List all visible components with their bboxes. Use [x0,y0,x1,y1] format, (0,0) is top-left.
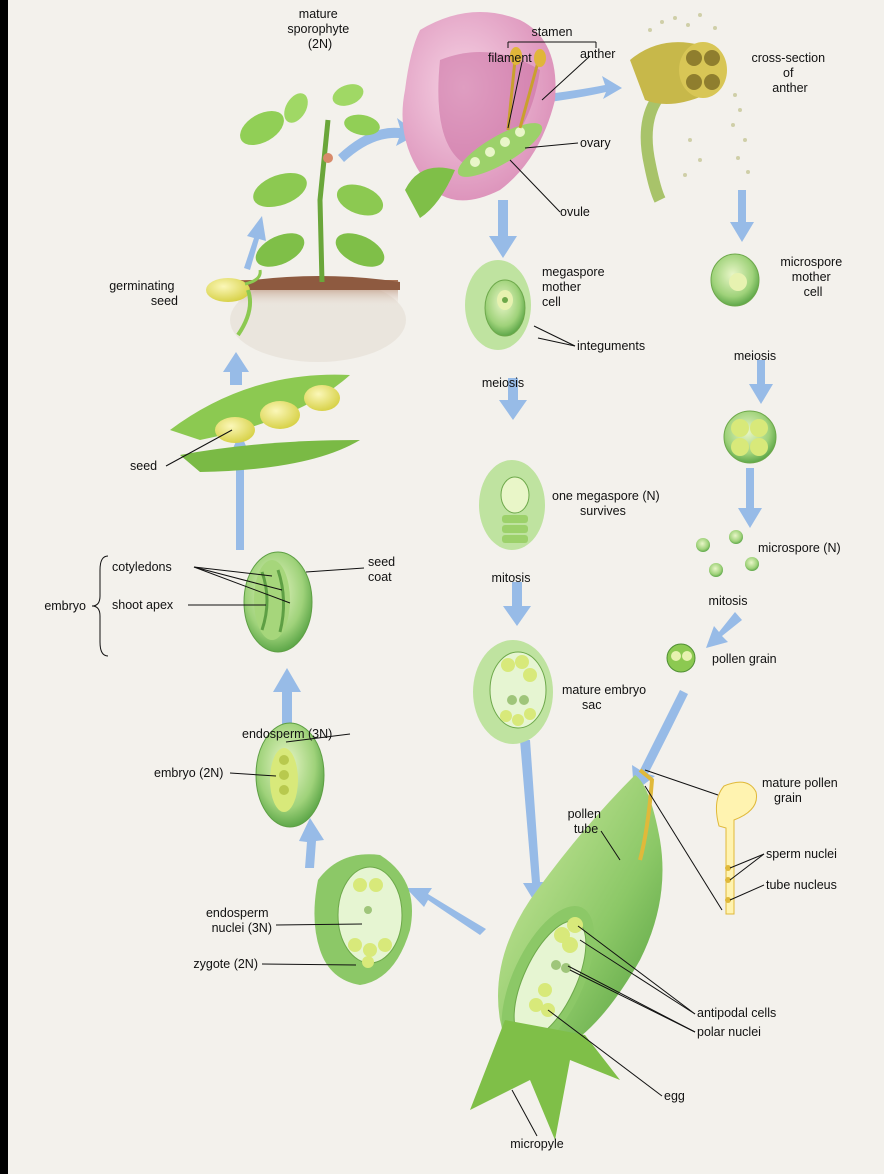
label-cross-section-of-anther: cross-section of anther [751,51,828,95]
anther-cross-section-illustration [630,13,750,200]
label-integuments: integuments [577,339,645,353]
label-microspore: microspore (N) [758,541,841,555]
label-meiosis-left: meiosis [482,376,524,390]
leader-mature-pollen-grain [645,770,718,795]
leader-integuments-b [538,338,575,346]
label-endosperm-nuclei: endosperm nuclei (3N) [206,906,272,935]
leader-tube-nucleus [730,885,764,900]
arrow-endosperm-to-embryo [273,668,301,728]
ovule-fertilization-illustration [470,770,663,1140]
microspores-illustration [696,530,759,577]
label-embryo-2n: embryo (2N) [154,766,223,780]
seed-embryo-illustration [244,552,312,652]
label-megaspore-mother-cell: megaspore mother cell [542,265,608,309]
label-egg: egg [664,1089,685,1103]
label-stamen: stamen [532,25,573,39]
arrow-zygote-to-seed [299,818,324,868]
label-ovule: ovule [560,205,590,219]
microspore-mother-cell-illustration [711,254,759,306]
leader-sperm-nuclei-b [730,854,764,880]
label-pollen-grain: pollen grain [712,652,777,666]
arrow-fertilization-to-zygote [406,888,486,935]
label-mature-pollen-grain: mature pollen grain [762,776,841,805]
label-anther: anther [580,47,615,61]
label-microspore-mother-cell: microspore mother cell [780,255,845,299]
mature-sporophyte-plant [230,80,406,362]
label-cotyledons: cotyledons [112,560,172,574]
label-zygote: zygote (2N) [193,957,258,971]
leader-micropyle [512,1090,537,1136]
leader-seed-coat [306,568,364,572]
mature-pollen-grain-illustration [716,782,756,914]
label-meiosis-right: meiosis [734,349,776,363]
leader-ovule [510,160,560,212]
mature-embryo-sac-illustration [473,640,553,744]
label-ovary: ovary [580,136,611,150]
label-antipodal-cells: antipodal cells [697,1006,776,1020]
label-polar-nuclei: polar nuclei [697,1025,761,1039]
label-mitosis-left: mitosis [492,571,531,585]
label-endosperm-3n: endosperm (3N) [242,727,332,741]
arrow-megaspore-mitosis [503,582,531,626]
label-mature-sporophyte: mature sporophyte (2N) [287,7,352,51]
label-filament: filament [488,51,532,65]
pollen-grain-illustration [667,644,695,672]
label-sperm-nuclei: sperm nuclei [766,847,837,861]
label-tube-nucleus: tube nucleus [766,878,837,892]
endosperm-nuclei-zygote-illustration [314,854,412,985]
label-seed-coat: seed coat [368,555,399,584]
arrow-pod-to-germinating-seed [223,352,249,385]
arrow-tetrad-to-microspore [738,468,762,528]
megaspore-mother-cell-illustration [465,260,531,350]
arrow-pollen-to-tube [632,690,688,792]
label-mitosis-right: mitosis [709,594,748,608]
seed-pod-illustration [170,375,360,472]
label-embryo: embryo [44,599,86,613]
flower-illustration [403,12,556,218]
leader-sperm-nuclei-a [730,854,764,868]
label-micropyle: micropyle [510,1137,564,1151]
arrow-anther-to-microspore [730,190,754,242]
label-one-megaspore-survives: one megaspore (N) survives [552,489,663,518]
arrow-microspore-mitosis [706,612,742,648]
arrow-flower-to-megaspore [489,200,517,258]
label-mature-embryo-sac: mature embryo sac [562,683,650,712]
embryo-brace [92,556,108,656]
arrow-microspore-meiosis [749,360,773,404]
megaspore-survivor-illustration [479,460,545,550]
leader-integuments-a [534,326,575,346]
label-shoot-apex: shoot apex [112,598,174,612]
label-germinating-seed: germinating seed [109,279,178,308]
label-seed: seed [130,459,157,473]
microspore-tetrad-illustration [724,411,776,463]
